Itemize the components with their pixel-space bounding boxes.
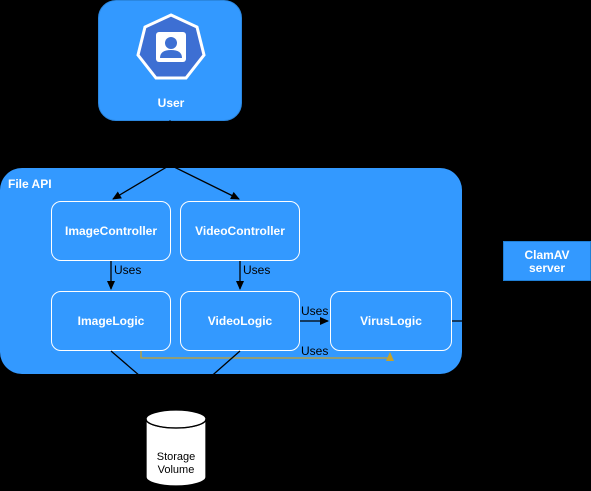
edge-label-uses-virus: Uses xyxy=(301,304,329,318)
storage-volume-label: Storage Volume xyxy=(146,451,206,477)
storage-label-line1: Storage xyxy=(156,451,196,463)
image-controller-label: ImageController xyxy=(64,224,157,238)
virus-logic-label: VirusLogic xyxy=(360,314,422,328)
edge-user-to-image-controller xyxy=(112,121,171,200)
storage-label-line2: Volume xyxy=(157,464,195,476)
edge-user-to-video-controller xyxy=(169,121,240,200)
edge-image-logic-to-storage xyxy=(110,350,169,419)
edge-label-uses-image-virus: Uses xyxy=(301,344,329,358)
image-logic-node[interactable]: ImageLogic xyxy=(51,291,171,351)
edge-label-uses-image: Uses xyxy=(114,263,142,277)
clamav-server-node[interactable]: ClamAV server xyxy=(503,241,591,281)
edge-user-arrowhead-up xyxy=(163,120,177,129)
edge-video-logic-to-storage xyxy=(181,350,241,419)
video-logic-label: VideoLogic xyxy=(207,314,273,328)
image-controller-node[interactable]: ImageController xyxy=(51,201,171,261)
video-controller-node[interactable]: VideoController xyxy=(180,201,300,261)
video-logic-node[interactable]: VideoLogic xyxy=(180,291,300,351)
virus-logic-node[interactable]: VirusLogic xyxy=(330,291,452,351)
clamav-server-label: ClamAV server xyxy=(524,247,570,275)
edge-image-logic-to-virus-logic xyxy=(140,351,394,361)
storage-volume-cylinder[interactable] xyxy=(145,409,207,487)
kubernetes-user-icon xyxy=(136,13,206,80)
file-api-title: File API xyxy=(8,177,52,191)
user-label: User xyxy=(157,96,185,110)
user-card[interactable]: User xyxy=(98,0,242,121)
edge-label-uses-video: Uses xyxy=(243,263,271,277)
image-logic-label: ImageLogic xyxy=(77,314,145,328)
video-controller-label: VideoController xyxy=(195,224,285,238)
